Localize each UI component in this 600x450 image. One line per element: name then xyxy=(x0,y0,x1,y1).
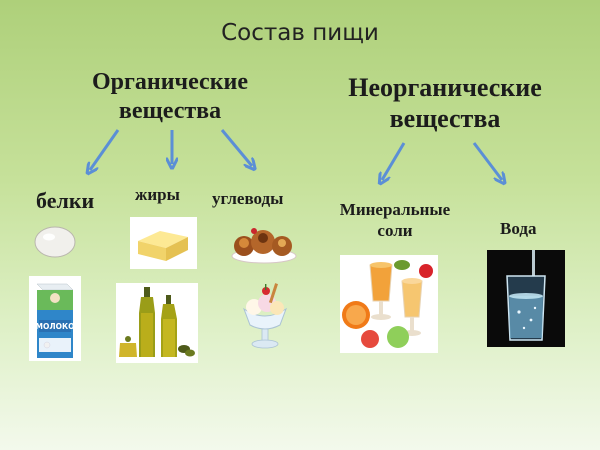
arrow-to-carbohydrates xyxy=(220,129,252,166)
inorganic-heading-line1: Неорганические xyxy=(348,73,542,102)
label-minerals-line2: соли xyxy=(377,221,413,241)
inorganic-heading-line2: вещества xyxy=(389,104,501,134)
label-minerals: Минеральные соли xyxy=(320,199,470,242)
milk-carton-image: МОЛОКО xyxy=(29,276,81,361)
ice-cream-image xyxy=(242,283,288,349)
juice-fruit-image xyxy=(340,255,438,353)
organic-heading: Органические вещества xyxy=(70,68,270,126)
water-glass-image xyxy=(487,250,565,347)
inorganic-heading: Неорганические вещества xyxy=(318,72,572,134)
arrow-to-water xyxy=(472,142,502,180)
milk-carton-text: МОЛОКО xyxy=(36,322,75,331)
butter-image xyxy=(130,217,197,269)
label-proteins: белки xyxy=(36,188,95,213)
organic-heading-line1: Органические xyxy=(91,69,248,95)
egg-image xyxy=(34,226,76,258)
label-water: Вода xyxy=(500,219,537,238)
label-minerals-line1: Минеральные xyxy=(339,200,451,219)
oil-bottles-image xyxy=(116,283,198,363)
arrow-to-minerals xyxy=(382,142,406,180)
label-carbohydrates: углеводы xyxy=(212,189,284,208)
arrow-to-proteins xyxy=(90,129,120,170)
page-title: Состав пищи xyxy=(221,20,379,46)
pastries-image xyxy=(231,228,297,264)
organic-heading-line2: вещества xyxy=(118,97,222,124)
label-fats: жиры xyxy=(135,185,180,204)
